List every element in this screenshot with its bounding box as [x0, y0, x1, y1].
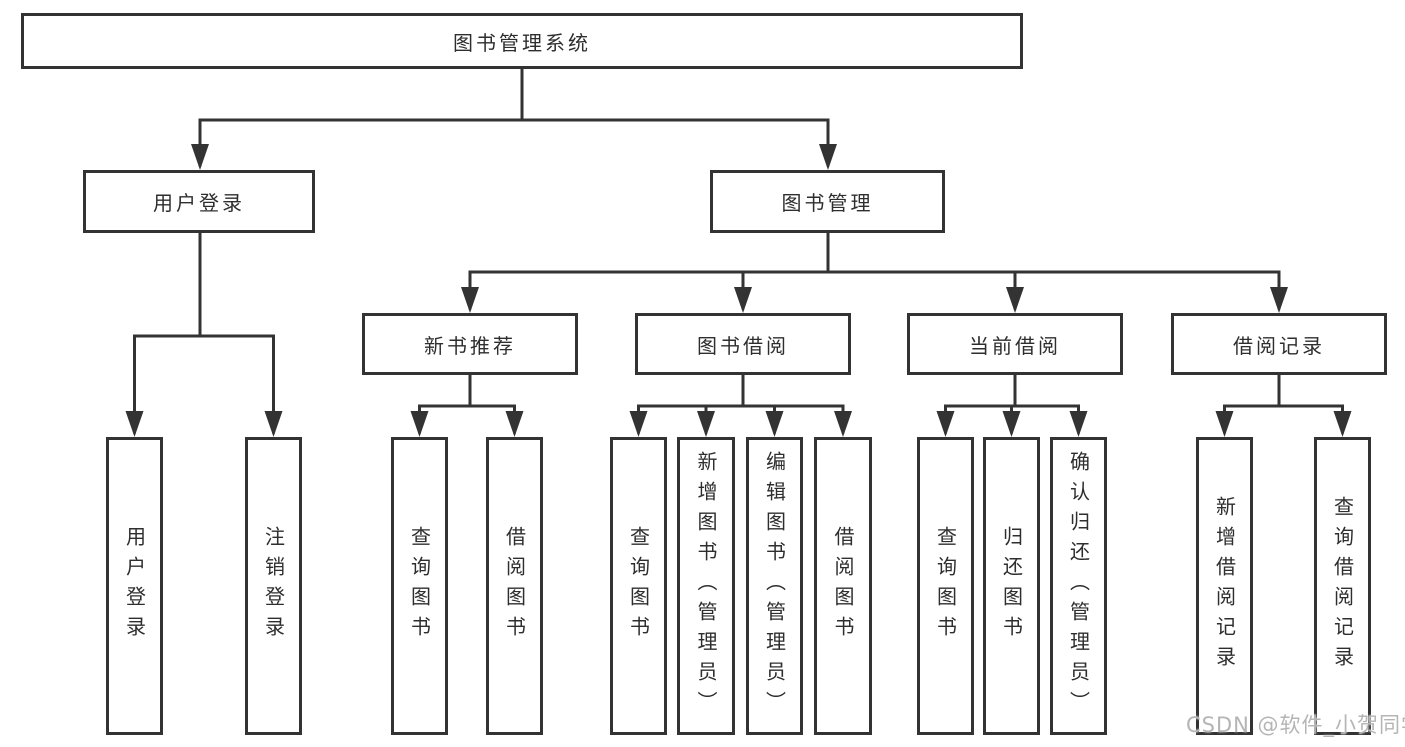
arrow-down-icon [125, 411, 144, 437]
node-current-borrow-label: 当前借阅 [969, 333, 1061, 358]
connector-root-to-level2 [198, 67, 830, 167]
arrow-down-icon [505, 411, 524, 437]
connector-user-login-to-leaves [133, 231, 275, 434]
node-new-book-recommend: 新书推荐 [362, 313, 578, 375]
leaf-logout-label: 注销登录 [261, 526, 286, 646]
node-book-borrow-label: 图书借阅 [697, 333, 789, 358]
leaf-return-books-label: 归还图书 [999, 526, 1024, 646]
leaf-logout: 注销登录 [245, 437, 302, 735]
arrow-down-icon [1002, 411, 1021, 437]
node-book-borrow: 图书借阅 [635, 313, 851, 375]
leaf-borrow-books-2: 借阅图书 [814, 437, 872, 735]
leaf-query-books-2: 查询图书 [610, 437, 667, 735]
leaf-confirm-return-admin: 确认归还（管理员） [1050, 437, 1107, 735]
leaf-query-books-1: 查询图书 [391, 437, 448, 735]
arrow-down-icon [765, 411, 784, 437]
node-borrow-records: 借阅记录 [1171, 313, 1387, 375]
leaf-edit-books-admin: 编辑图书（管理员） [746, 437, 803, 735]
leaf-return-books: 归还图书 [983, 437, 1040, 735]
connector-book-management-to-level3 [468, 231, 1281, 310]
csdn-watermark: CSDN @软件_小贺同学 [1186, 713, 1405, 737]
arrow-down-icon [734, 287, 752, 313]
leaf-user-login: 用户登录 [106, 437, 163, 735]
leaf-query-borrow-record-label: 查询借阅记录 [1330, 496, 1355, 676]
arrow-down-icon [1333, 411, 1352, 437]
leaf-add-books-admin-label: 新增图书（管理员） [694, 451, 718, 721]
arrow-down-icon [461, 287, 479, 313]
leaf-user-login-label: 用户登录 [122, 526, 147, 646]
connector-current-borrow-to-leaves [944, 373, 1080, 434]
arrow-down-icon [834, 411, 852, 437]
arrow-down-icon [1215, 411, 1234, 437]
leaf-borrow-books-1-label: 借阅图书 [502, 526, 527, 646]
node-user-login: 用户登录 [83, 170, 315, 233]
arrow-down-icon [697, 411, 715, 437]
leaf-add-borrow-record-label: 新增借阅记录 [1212, 496, 1237, 676]
connector-book-borrow-to-leaves [637, 373, 845, 434]
node-root-system: 图书管理系统 [21, 13, 1023, 69]
leaf-query-books-3: 查询图书 [917, 437, 974, 735]
arrow-down-icon [936, 411, 955, 437]
connector-borrow-records-to-leaves [1223, 373, 1344, 434]
leaf-edit-books-admin-label: 编辑图书（管理员） [762, 451, 787, 721]
arrow-down-icon [264, 411, 283, 437]
arrow-down-icon [819, 144, 837, 170]
arrow-down-icon [410, 411, 429, 437]
leaf-query-books-3-label: 查询图书 [933, 526, 958, 646]
arrow-down-icon [1270, 287, 1288, 313]
leaf-query-books-1-label: 查询图书 [407, 526, 432, 646]
arrow-down-icon [1006, 287, 1024, 313]
arrow-down-icon [191, 144, 209, 170]
leaf-add-books-admin: 新增图书（管理员） [677, 437, 735, 735]
leaf-confirm-return-admin-label: 确认归还（管理员） [1066, 451, 1091, 721]
leaf-query-borrow-record: 查询借阅记录 [1314, 437, 1371, 735]
leaf-borrow-books-1: 借阅图书 [486, 437, 543, 735]
arrow-down-icon [629, 411, 648, 437]
arrow-down-icon [1069, 411, 1088, 437]
node-book-management: 图书管理 [710, 170, 945, 233]
node-current-borrow: 当前借阅 [907, 313, 1123, 375]
node-book-management-label: 图书管理 [781, 191, 874, 215]
leaf-query-books-2-label: 查询图书 [626, 526, 651, 646]
node-root-system-label: 图书管理系统 [453, 30, 591, 55]
connector-new-book-to-leaves [418, 373, 516, 434]
leaf-add-borrow-record: 新增借阅记录 [1196, 437, 1253, 735]
node-borrow-records-label: 借阅记录 [1233, 333, 1325, 358]
node-new-book-recommend-label: 新书推荐 [424, 333, 516, 358]
leaf-borrow-books-2-label: 借阅图书 [831, 526, 855, 646]
node-user-login-label: 用户登录 [153, 191, 245, 215]
